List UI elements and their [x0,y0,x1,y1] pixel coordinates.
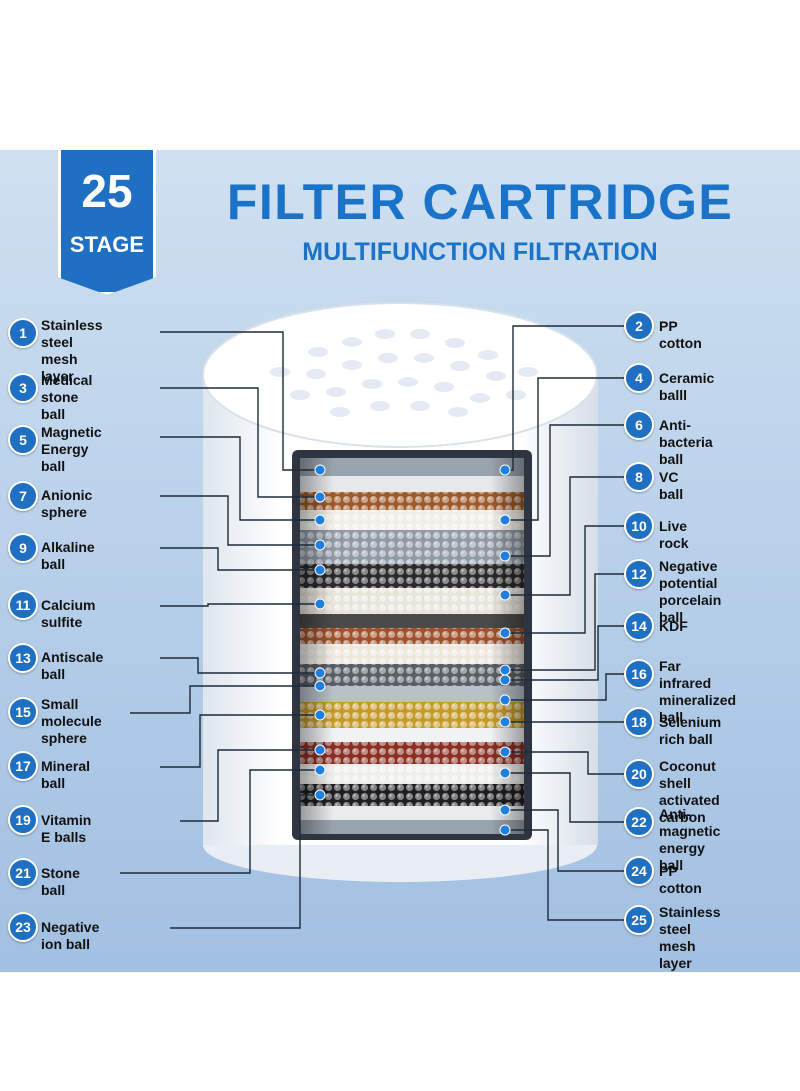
stage-number-badge: 6 [624,410,654,440]
stage-label-text: Antiscale ball [41,649,104,682]
leader-lines [120,325,624,929]
stage-label-text: Coconut shell activated carbon [659,758,720,825]
stage-label-text: PP cotton [659,318,702,351]
stage-number-badge: 9 [8,533,38,563]
stage-label-text: KDF [659,618,688,634]
stage-label-text: Anti-magnetic energy ball [659,806,721,873]
stage-number-badge: 7 [8,481,38,511]
stage-number-badge: 22 [624,807,654,837]
stage-number-badge: 2 [624,311,654,341]
stage-label-text: Anti-bacteria ball [659,417,713,467]
stage-label-text: Live rock [659,518,689,551]
cartridge-top-holes [270,329,538,417]
leader-dots [314,464,511,836]
stage-label-text: Stainless steel mesh layer [41,317,103,384]
stage-label-text: Far infrared mineralized ball [659,658,737,725]
stage-label-text: Magnetic Energy ball [41,424,102,474]
stage-label-text: Ceramic balll [659,370,715,403]
stage-number-badge: 20 [624,759,654,789]
stage-label-text: Alkaline ball [41,539,95,572]
stage-label-text: Medical stone ball [41,372,93,422]
stage-number-badge: 11 [8,590,38,620]
stage-label-text: PP cotton [659,863,702,896]
stage-label-text: VC ball [659,469,684,502]
stage-number-badge: 23 [8,912,38,942]
page-title: FILTER CARTRIDGE [226,174,734,230]
stage-number-badge: 14 [624,611,654,641]
page-subtitle: MULTIFUNCTION FILTRATION [302,238,658,266]
badge-number: 25 [81,165,133,217]
stage-number-badge: 1 [8,318,38,348]
stage-number-badge: 18 [624,707,654,737]
stage-label-text: Negative potential porcelain ball [659,558,722,625]
stage-label-text: Small molecule sphere [41,696,102,746]
stage-number-badge: 8 [624,462,654,492]
stage-number-badge: 13 [8,643,38,673]
badge-stage-word: STAGE [69,232,145,257]
stage-number-badge: 10 [624,511,654,541]
stage-label-text: Vitamin E balls [41,812,92,845]
stage-label-text: Selenium rich ball [659,714,722,747]
stage-number-badge: 21 [8,858,38,888]
stage-label-text: Stone ball [41,865,80,898]
stage-label-text: Calcium sulfite [41,597,96,630]
stage-number-badge: 4 [624,363,654,393]
stage-label-text: Mineral ball [41,758,91,791]
stage-number-badge: 16 [624,659,654,689]
stage-number-badge: 24 [624,856,654,886]
stage-label-text: Stainless steel mesh layer [659,904,721,971]
cartridge-window [292,450,532,840]
stage-number-badge: 15 [8,697,38,727]
stage-number-badge: 12 [624,559,654,589]
stage-label-text: Anionic sphere [41,487,93,520]
stage-label-text: Negative ion ball [41,919,100,952]
stage-number-badge: 25 [624,905,654,935]
stage-number-badge: 3 [8,373,38,403]
stage-number-badge: 19 [8,805,38,835]
stage-count-badge: 25 STAGE [58,147,156,295]
stage-number-badge: 17 [8,751,38,781]
stage-number-badge: 5 [8,425,38,455]
